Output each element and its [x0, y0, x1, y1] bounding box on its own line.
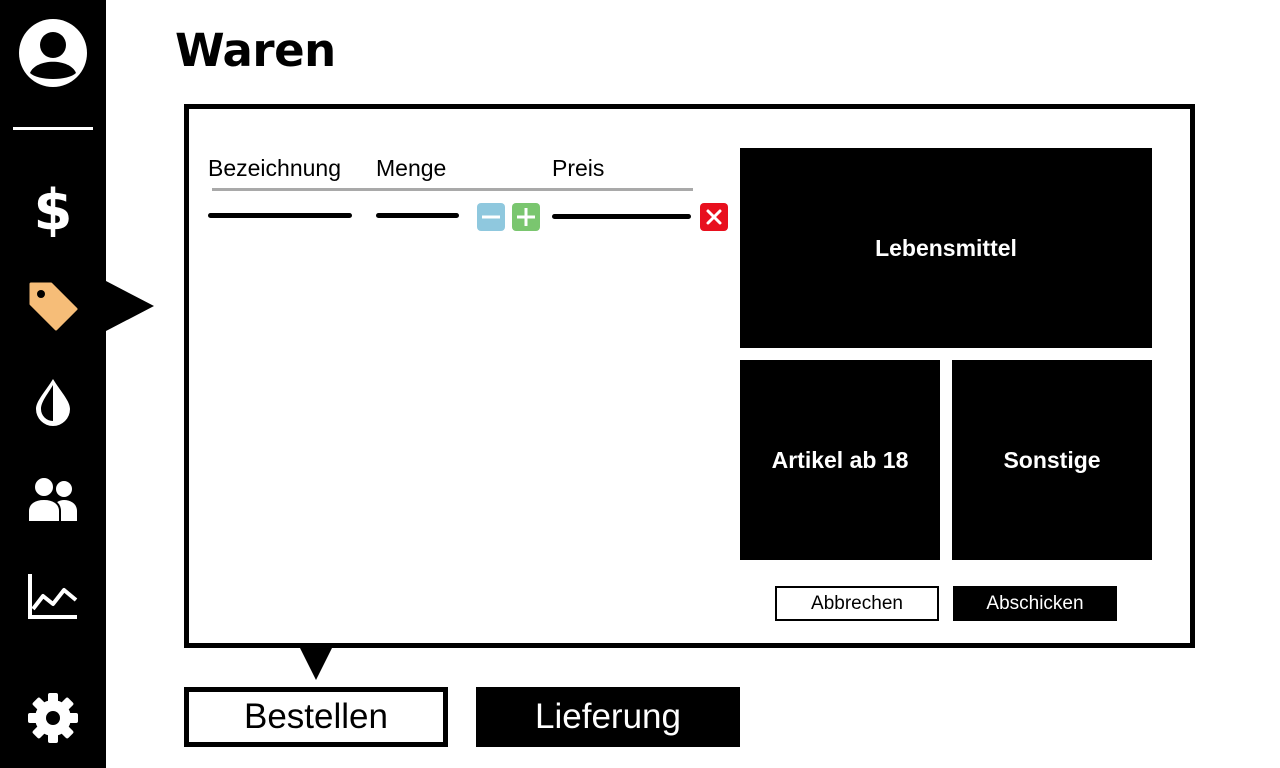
quantity-placeholder[interactable] — [376, 213, 459, 218]
plus-icon — [517, 208, 535, 226]
active-tab-pointer — [298, 644, 334, 680]
nav-statistics[interactable] — [0, 570, 106, 622]
nav-utilities[interactable] — [0, 375, 106, 429]
cancel-button[interactable]: Abbrechen — [775, 586, 939, 621]
users-icon — [27, 476, 77, 523]
tab-delivery[interactable]: Lieferung — [476, 687, 740, 747]
gear-icon — [28, 693, 78, 743]
category-food[interactable]: Lebensmittel — [740, 148, 1152, 348]
price-tag-icon — [29, 282, 78, 331]
minus-icon — [482, 215, 500, 219]
sidebar-divider — [13, 127, 93, 130]
water-drop-icon — [36, 379, 70, 426]
svg-text:$: $ — [34, 179, 73, 237]
nav-finance[interactable]: $ — [0, 178, 106, 238]
name-placeholder[interactable] — [208, 213, 352, 218]
page-title: Waren — [175, 24, 336, 77]
increase-quantity-button[interactable] — [512, 203, 540, 231]
column-header-quantity: Menge — [376, 155, 447, 181]
line-chart-icon — [28, 574, 78, 619]
remove-item-button[interactable] — [700, 203, 728, 231]
column-header-name: Bezeichnung — [208, 155, 341, 181]
order-panel: Bezeichnung Menge Preis Lebensmittel Art… — [184, 104, 1195, 648]
category-other[interactable]: Sonstige — [952, 360, 1152, 560]
user-circle-icon — [19, 19, 87, 87]
submit-button[interactable]: Abschicken — [953, 586, 1117, 621]
sidebar: $ — [0, 0, 106, 768]
decrease-quantity-button[interactable] — [477, 203, 505, 231]
category-adult[interactable]: Artikel ab 18 — [740, 360, 940, 560]
column-header-price: Preis — [552, 155, 605, 181]
price-placeholder[interactable] — [552, 214, 691, 219]
active-nav-pointer — [106, 281, 154, 331]
nav-settings[interactable] — [0, 691, 106, 745]
nav-people[interactable] — [0, 472, 106, 526]
close-icon — [706, 209, 722, 225]
nav-profile[interactable] — [0, 16, 106, 90]
header-divider — [212, 188, 693, 191]
nav-goods[interactable] — [0, 278, 106, 334]
dollar-icon: $ — [34, 179, 73, 237]
tab-order[interactable]: Bestellen — [184, 687, 448, 747]
